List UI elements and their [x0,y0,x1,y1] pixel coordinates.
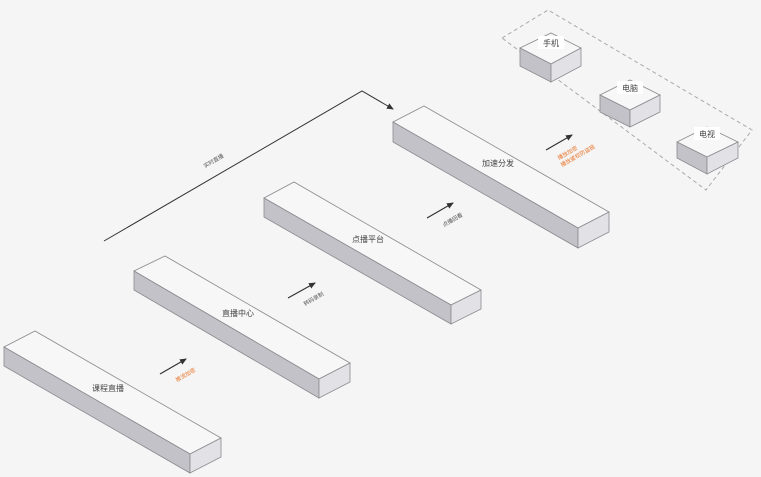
phone-label: 手机 [543,38,559,48]
transcode-record-arrow: 转码录制 [287,282,325,308]
encrypt-push-arrow: 推流加密 [159,358,197,384]
live-center-label: 直播中心 [222,308,254,318]
tv-label: 电视 [699,129,715,139]
device-group-boundary [501,9,753,191]
course-live-block: 课程直播 [3,330,222,474]
realtime-live-label: 实时直播 [202,152,225,170]
vod-playback-arrow: 点播回看 [426,202,464,229]
encrypt-push-label: 推流加密 [174,366,197,384]
cdn-distribution-label: 加速分发 [482,158,514,168]
encrypt-play-arrow: 播放加密 播放鉴权防盗链 [545,134,597,169]
device-phone: 手机 [519,32,582,83]
computer-label: 电脑 [622,83,638,93]
transcode-record-label: 转码录制 [302,290,325,308]
live-center-block: 直播中心 [133,255,351,399]
cdn-distribution-block: 加速分发 [392,105,610,249]
device-computer: 电脑 [599,79,661,128]
course-live-label: 课程直播 [92,383,124,393]
vod-playback-label: 点播回看 [441,211,464,229]
device-tv: 电视 [676,126,739,175]
realtime-live-connector [103,90,394,242]
vod-platform-block: 点播平台 [263,181,482,325]
vod-platform-label: 点播平台 [352,234,384,244]
